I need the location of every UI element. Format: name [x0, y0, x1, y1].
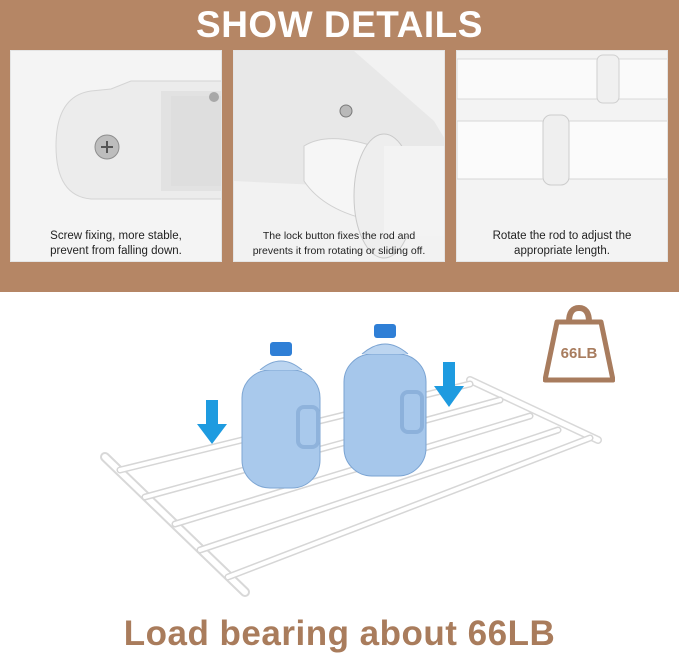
caption-lock: The lock button fixes the rod and preven…	[252, 230, 426, 257]
water-jug-left	[241, 342, 321, 489]
detail-card-lock: The lock button fixes the rod and preven…	[233, 50, 445, 262]
caption-rod: Rotate the rod to adjust the appropriate…	[492, 230, 632, 257]
telescopic-rod-illustration	[457, 51, 667, 261]
caption-screw: Screw fixing, more stable, prevent from …	[50, 230, 182, 257]
lock-button-illustration	[234, 51, 444, 261]
detail-card-screw: Screw fixing, more stable, prevent from …	[10, 50, 222, 262]
weight-icon	[543, 304, 615, 383]
drying-rack	[100, 376, 602, 597]
screw-bracket-illustration	[11, 51, 221, 261]
rack-with-water-jugs	[100, 324, 602, 597]
down-arrow-icon	[434, 362, 464, 407]
detail-card-rod: Rotate the rod to adjust the appropriate…	[456, 50, 668, 262]
water-jug-right	[343, 324, 427, 477]
down-arrow-icon	[197, 400, 227, 444]
weight-badge-label: 66LB	[560, 345, 598, 362]
load-bearing-caption: Load bearing about 66LB	[123, 614, 556, 653]
section-title: SHOW DETAILS	[196, 4, 483, 45]
